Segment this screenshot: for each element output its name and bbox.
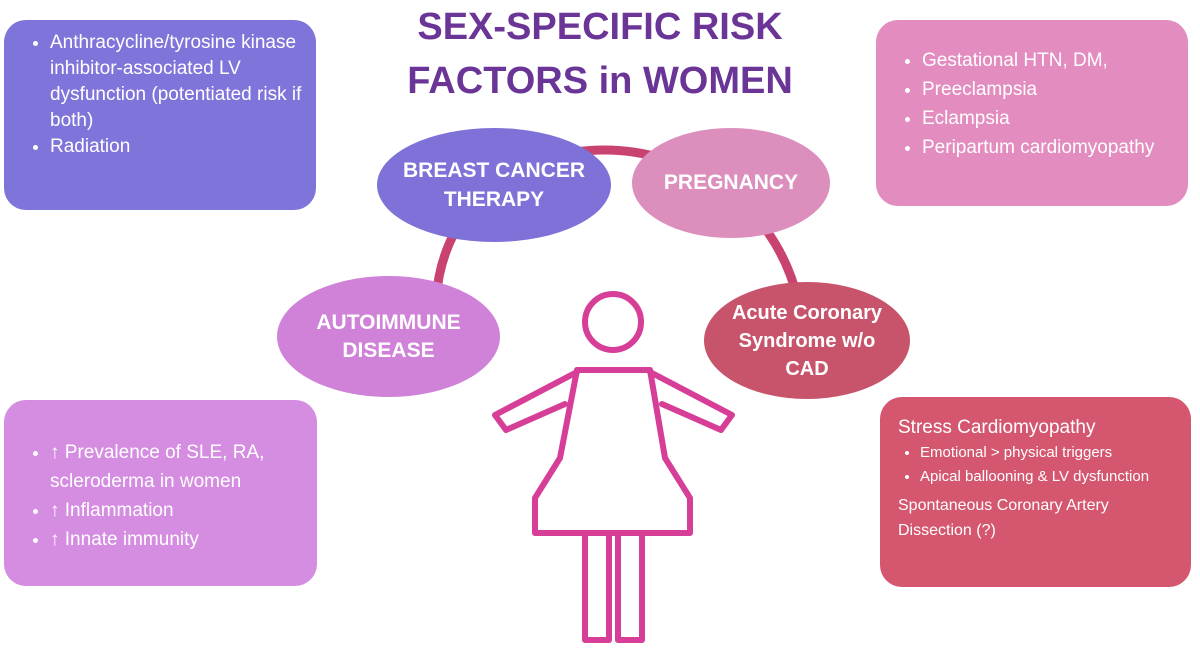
list-item: Gestational HTN, DM, [922, 46, 1178, 75]
list-item: Apical ballooning & LV dysfunction [920, 465, 1181, 489]
list-item: ↑ Prevalence of SLE, RA, scleroderma in … [50, 438, 307, 496]
diagram-title: SEX-SPECIFIC RISK FACTORS in WOMEN [380, 0, 820, 108]
woman-figure-icon [492, 291, 735, 643]
list-item: Preeclampsia [922, 75, 1178, 104]
autoimmune-box: ↑ Prevalence of SLE, RA, scleroderma in … [4, 400, 317, 586]
pregnancy-oval: PREGNANCY [632, 128, 830, 238]
breast-cancer-box: Anthracycline/tyrosine kinase inhibitor-… [4, 20, 316, 210]
list-item: Emotional > physical triggers [920, 441, 1181, 465]
oval-label-line: CAD [785, 357, 829, 380]
breast-cancer-list: Anthracycline/tyrosine kinase inhibitor-… [26, 30, 306, 160]
oval-label-line: BREAST CANCER [402, 159, 585, 182]
title-line-1: SEX-SPECIFIC RISK [417, 6, 783, 48]
acs-box-heading: Stress Cardiomyopathy [898, 417, 1096, 438]
list-item: Eclampsia [922, 104, 1178, 133]
pregnancy-box: Gestational HTN, DM, Preeclampsia Eclamp… [876, 20, 1188, 206]
list-item: Radiation [50, 134, 306, 160]
title-line-2: FACTORS in WOMEN [407, 60, 793, 102]
list-item: ↑ Innate immunity [50, 525, 307, 554]
breast-cancer-oval: BREAST CANCER THERAPY [377, 128, 611, 242]
acs-box: Stress Cardiomyopathy Emotional > physic… [880, 397, 1191, 587]
list-item: ↑ Inflammation [50, 496, 307, 525]
autoimmune-oval: AUTOIMMUNE DISEASE [277, 276, 500, 397]
oval-label-line: DISEASE [342, 338, 435, 362]
list-item: Peripartum cardiomyopathy [922, 133, 1178, 162]
oval-label-line: Acute Coronary [731, 301, 883, 324]
oval-label-line: Syndrome w/o [738, 329, 876, 352]
acs-box-tail: Spontaneous Coronary Artery Dissection (… [898, 497, 1109, 539]
oval-label-line: AUTOIMMUNE [316, 310, 461, 334]
pregnancy-list: Gestational HTN, DM, Preeclampsia Eclamp… [898, 46, 1178, 162]
autoimmune-list: ↑ Prevalence of SLE, RA, scleroderma in … [26, 438, 307, 554]
list-item: Anthracycline/tyrosine kinase inhibitor-… [50, 30, 306, 134]
oval-label-line: PREGNANCY [663, 171, 799, 194]
oval-label-line: THERAPY [443, 188, 545, 211]
acs-oval: Acute Coronary Syndrome w/o CAD [704, 282, 910, 399]
acs-list: Emotional > physical triggers Apical bal… [898, 441, 1181, 489]
